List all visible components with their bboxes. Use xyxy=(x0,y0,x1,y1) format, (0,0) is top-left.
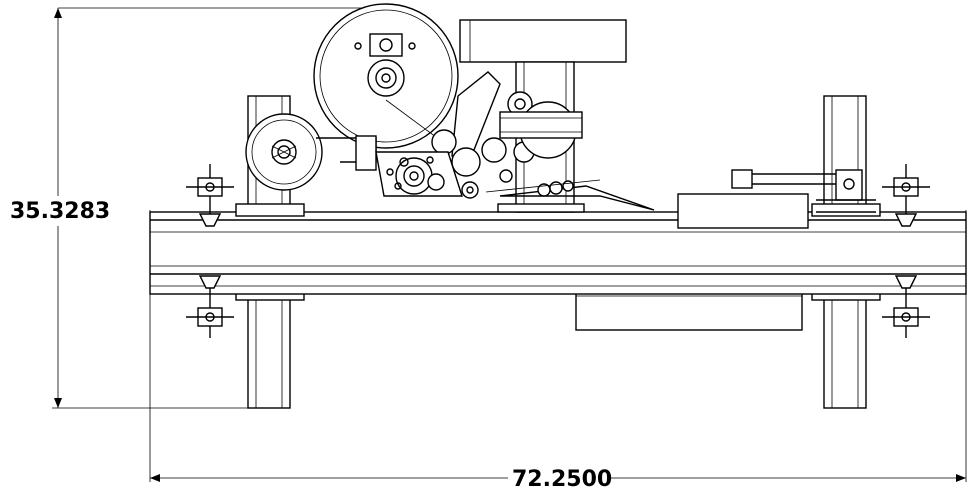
bottom-housing xyxy=(575,289,803,331)
peel-plate xyxy=(485,179,655,213)
conveyor-rail xyxy=(149,203,967,295)
height-dimension-label: 35.3283 xyxy=(10,199,110,224)
label-supply-reel xyxy=(313,3,459,149)
product-sensor-assembly xyxy=(677,169,876,229)
height-dimension: 35.3283 xyxy=(8,7,380,409)
right-lower-guide-adjuster xyxy=(882,275,930,338)
left-upper-guide-adjuster xyxy=(186,164,234,227)
width-dimension-label: 72.2500 xyxy=(512,467,612,489)
left-lower-guide-adjuster xyxy=(186,275,234,338)
drive-mechanism xyxy=(375,151,463,197)
right-upper-guide-adjuster xyxy=(882,164,930,227)
web-path xyxy=(316,71,583,199)
liner-rewind-reel xyxy=(245,113,323,191)
